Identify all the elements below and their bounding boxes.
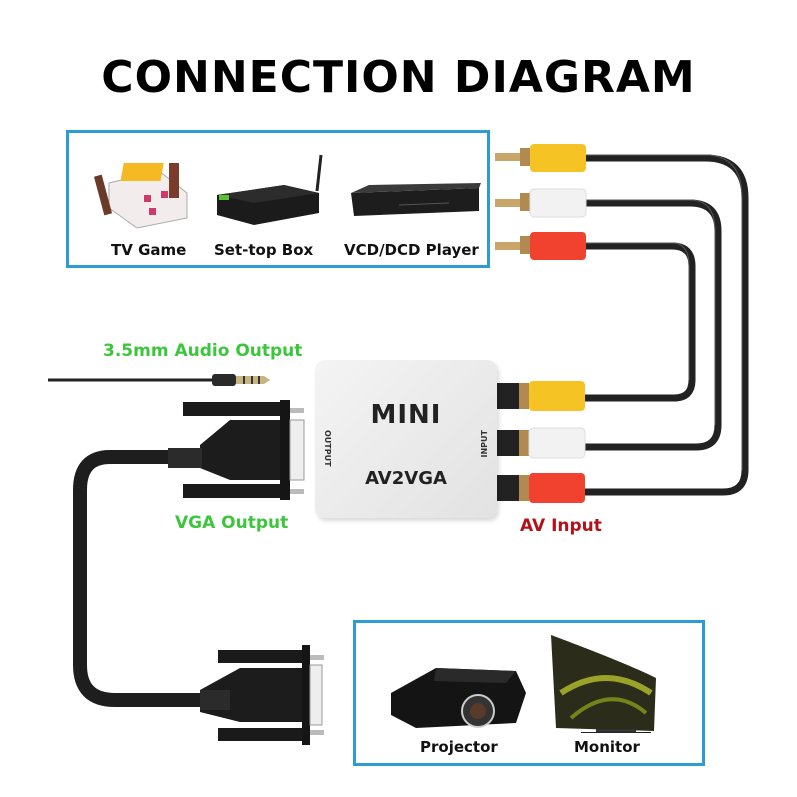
display-device-label-projector: Projector [420,738,498,756]
rca-plug-yellow-input [497,381,585,411]
converter-brand: MINI [370,400,442,430]
source-devices-box: TV Game Set-top Box VCD/DCD Player [66,130,490,268]
game-console-icon [93,163,188,229]
vga-cable [73,450,217,707]
rca-plug-yellow-top [495,144,586,172]
red-rca-cable [581,242,696,402]
audio-output-label: 3.5mm Audio Output [103,341,303,361]
source-device-label-vcd-player: VCD/DCD Player [344,241,479,259]
av-input-label: AV Input [520,516,602,536]
rca-plug-white-input [497,427,586,459]
rca-plug-red-top [495,232,586,260]
vga-plug-converter-side [168,400,305,500]
white-rca-cable [581,199,722,451]
audio-jack-plug [212,374,270,386]
av2vga-converter: MINI AV2VGA OUTPUT INPUT [315,360,497,518]
source-device-images [93,154,481,229]
projector-icon [391,668,526,728]
vga-plug-display-side [200,645,324,745]
rca-plugs-converter [497,381,586,503]
dvd-player-icon [351,183,481,216]
display-device-label-monitor: Monitor [574,738,640,756]
vga-output-label: VGA Output [175,513,289,533]
source-device-label-tv-game: TV Game [111,241,187,259]
converter-input-side-label: INPUT [480,430,489,458]
rca-plug-red-input [497,473,585,503]
yellow-rca-cable [581,154,749,496]
converter-output-side-label: OUTPUT [323,430,332,467]
source-device-label-set-top-box: Set-top Box [214,241,314,259]
diagram-title: CONNECTION DIAGRAM [101,52,696,103]
set-top-box-icon [217,154,323,225]
rca-plugs-source [495,144,587,260]
converter-model: AV2VGA [365,468,447,489]
monitor-icon [551,635,656,733]
display-device-images [391,635,656,733]
display-devices-box: Projector Monitor [353,620,705,766]
rca-plug-white-top [495,188,587,218]
